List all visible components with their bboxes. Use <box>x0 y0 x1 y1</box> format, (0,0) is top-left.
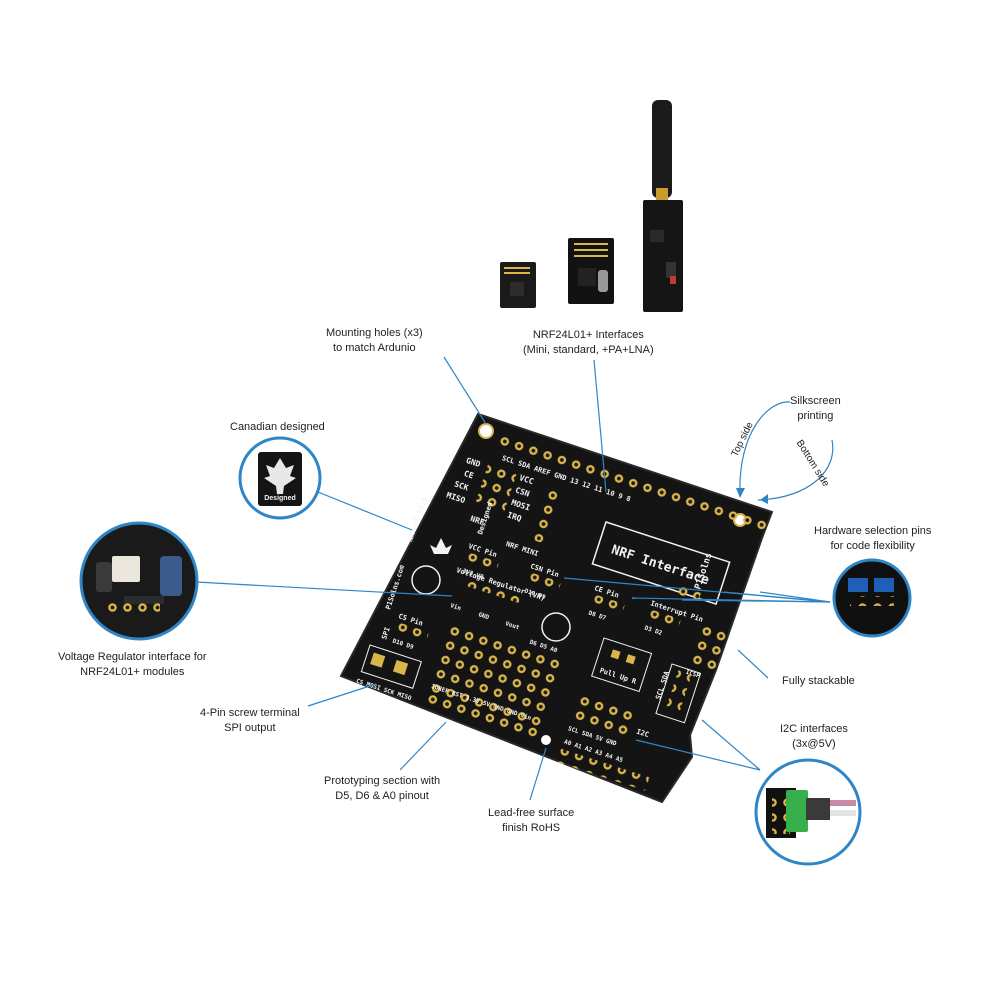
callout-text: SPI output <box>224 722 276 734</box>
voltage-regulator-closeup <box>79 521 199 641</box>
hardware-pins-closeup <box>832 558 912 638</box>
silkscreen-label: VCC <box>518 473 535 486</box>
callout-text: I2C interfaces <box>780 723 848 735</box>
callout-text: (3x@5V) <box>792 738 836 750</box>
callout-text: Hardware selection pins <box>814 525 932 537</box>
callout-text: Fully stackable <box>782 675 855 687</box>
callout-text: 4-Pin screw terminal <box>200 707 300 719</box>
silkscreen-label: IRQ <box>506 510 523 523</box>
silkscreen-label: Vin <box>449 602 462 612</box>
silkscreen-label: Vout <box>504 620 520 631</box>
callout-text: Prototyping section with <box>324 775 441 787</box>
silkscreen-label: GND <box>477 611 490 621</box>
icsp-header: ICSP <box>685 622 729 680</box>
silkscreen-label: SCK <box>453 479 470 492</box>
silkscreen-label: CSN <box>514 486 531 499</box>
arrow-heads <box>736 488 768 504</box>
callout-text: (Mini, standard, +PA+LNA) <box>523 344 654 356</box>
maple-leaf-icon <box>430 538 452 554</box>
callout-text: Voltage Regulator interface for <box>58 651 207 663</box>
silkscreen-label: CE <box>463 469 475 481</box>
callout-text: Lead-free surface <box>488 807 575 819</box>
callout-text: D5, D6 & A0 pinout <box>335 790 429 802</box>
callout-voltage-regulator: Voltage Regulator interface for NRF24L01… <box>58 650 207 680</box>
callout-text: for code flexibility <box>830 540 915 552</box>
mounting-hole <box>541 735 551 745</box>
callout-text: Canadian designed <box>230 421 325 433</box>
callout-nrf-interfaces: NRF24L01+ Interfaces (Mini, standard, +P… <box>523 328 654 358</box>
callout-silkscreen: Silkscreen printing <box>790 394 841 424</box>
silkscreen-label: ICSP <box>685 669 701 680</box>
callout-text: printing <box>797 410 834 422</box>
callout-mounting-holes: Mounting holes (x3) to match Ardunio <box>326 326 423 356</box>
i2c-side-header <box>655 663 702 724</box>
callout-canadian-designed: Canadian designed <box>230 420 325 435</box>
silkscreen-label: NRF <box>469 514 486 527</box>
nrf-modules <box>500 100 683 312</box>
callout-hardware-selection: Hardware selection pins for code flexibi… <box>814 524 931 554</box>
callout-fully-stackable: Fully stackable <box>782 674 855 689</box>
callout-text: NRF24L01+ Interfaces <box>532 329 644 341</box>
silkscreen-label: SPI <box>380 626 392 641</box>
callout-text: Mounting holes (x3) <box>326 327 423 339</box>
maple-leaf-icon <box>264 458 296 494</box>
callout-screw-terminal: 4-Pin screw terminal SPI output <box>200 706 300 736</box>
callout-text: Silkscreen <box>790 395 841 407</box>
pcb-board: SCL SDA AREF GND 13 12 11 10 9 8 NRF Int… <box>339 412 774 804</box>
callout-prototyping: Prototyping section with D5, D6 & A0 pin… <box>324 774 440 804</box>
callout-lead-free: Lead-free surface finish RoHS <box>488 806 574 836</box>
callout-text: to match Ardunio <box>333 342 416 354</box>
canadian-designed-badge: Designed <box>238 436 322 520</box>
callout-i2c-interfaces: I2C interfaces (3x@5V) <box>780 722 848 752</box>
silkscreen-label: I2C <box>635 728 650 740</box>
silkscreen-label: GND <box>465 456 482 469</box>
callout-text: finish RoHS <box>502 822 561 834</box>
antenna <box>652 100 672 198</box>
silkscreen-label: Designed <box>264 495 296 502</box>
nrf-pa-lna-module <box>643 200 683 312</box>
i2c-interfaces-closeup <box>754 758 862 866</box>
callout-text: NRF24L01+ modules <box>80 666 185 678</box>
leader-lines <box>195 356 834 801</box>
mounting-hole <box>478 423 494 439</box>
